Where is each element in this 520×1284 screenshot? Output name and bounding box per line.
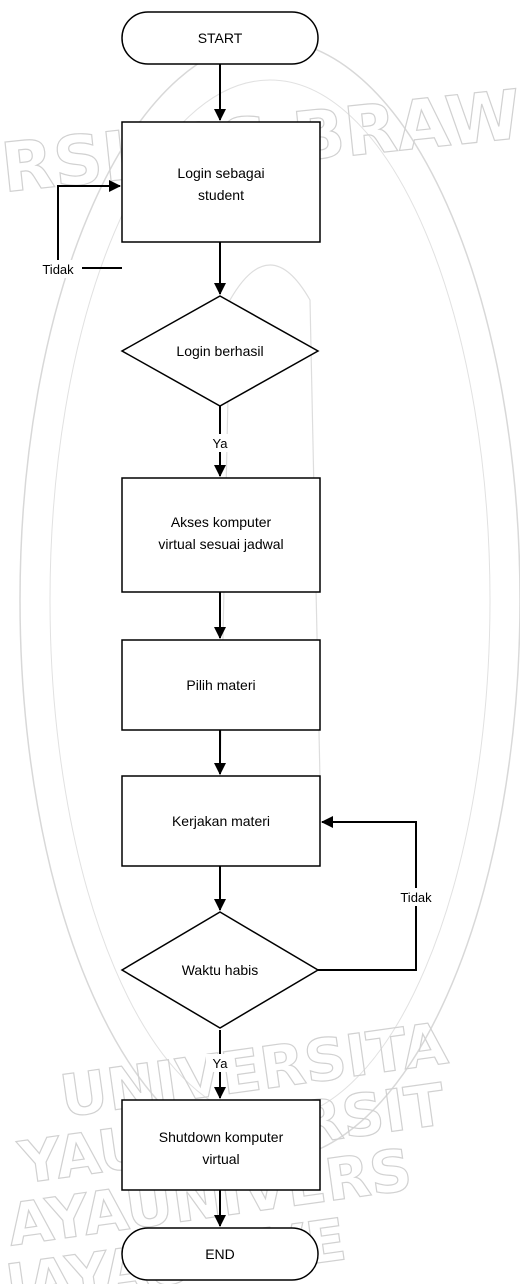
edge-label-waktu-no: Tidak — [400, 890, 432, 905]
pilih-label: Pilih materi — [186, 677, 255, 693]
process-login-shape — [122, 122, 320, 242]
node-akses: Akses komputer virtual sesuai jadwal — [122, 478, 320, 592]
node-login-check: Login berhasil — [122, 296, 318, 406]
edge-label-waktu-yes: Ya — [213, 1056, 229, 1071]
edge-label-login-yes: Ya — [213, 436, 229, 451]
node-pilih: Pilih materi — [122, 640, 320, 730]
process-shutdown-shape — [122, 1100, 320, 1190]
node-kerjakan: Kerjakan materi — [122, 776, 320, 866]
shutdown-label-line-2: virtual — [202, 1151, 239, 1167]
start-label: START — [198, 30, 243, 46]
waktu-label: Waktu habis — [182, 962, 259, 978]
akses-label-line-2: virtual sesuai jadwal — [158, 536, 283, 552]
login-label-line-1: Login sebagai — [177, 165, 264, 181]
login-check-label: Login berhasil — [176, 343, 263, 359]
node-waktu: Waktu habis — [122, 912, 318, 1028]
node-start: START — [122, 12, 318, 64]
login-label-line-2: student — [198, 187, 244, 203]
edge-label-login-no: Tidak — [42, 262, 74, 277]
node-end: END — [122, 1228, 318, 1280]
kerjakan-label: Kerjakan materi — [172, 813, 270, 829]
akses-label-line-1: Akses komputer — [171, 514, 272, 530]
end-label: END — [205, 1246, 235, 1262]
process-akses-shape — [122, 478, 320, 592]
node-shutdown: Shutdown komputer virtual — [122, 1100, 320, 1190]
shutdown-label-line-1: Shutdown komputer — [159, 1129, 284, 1145]
node-login: Login sebagai student — [122, 122, 320, 242]
